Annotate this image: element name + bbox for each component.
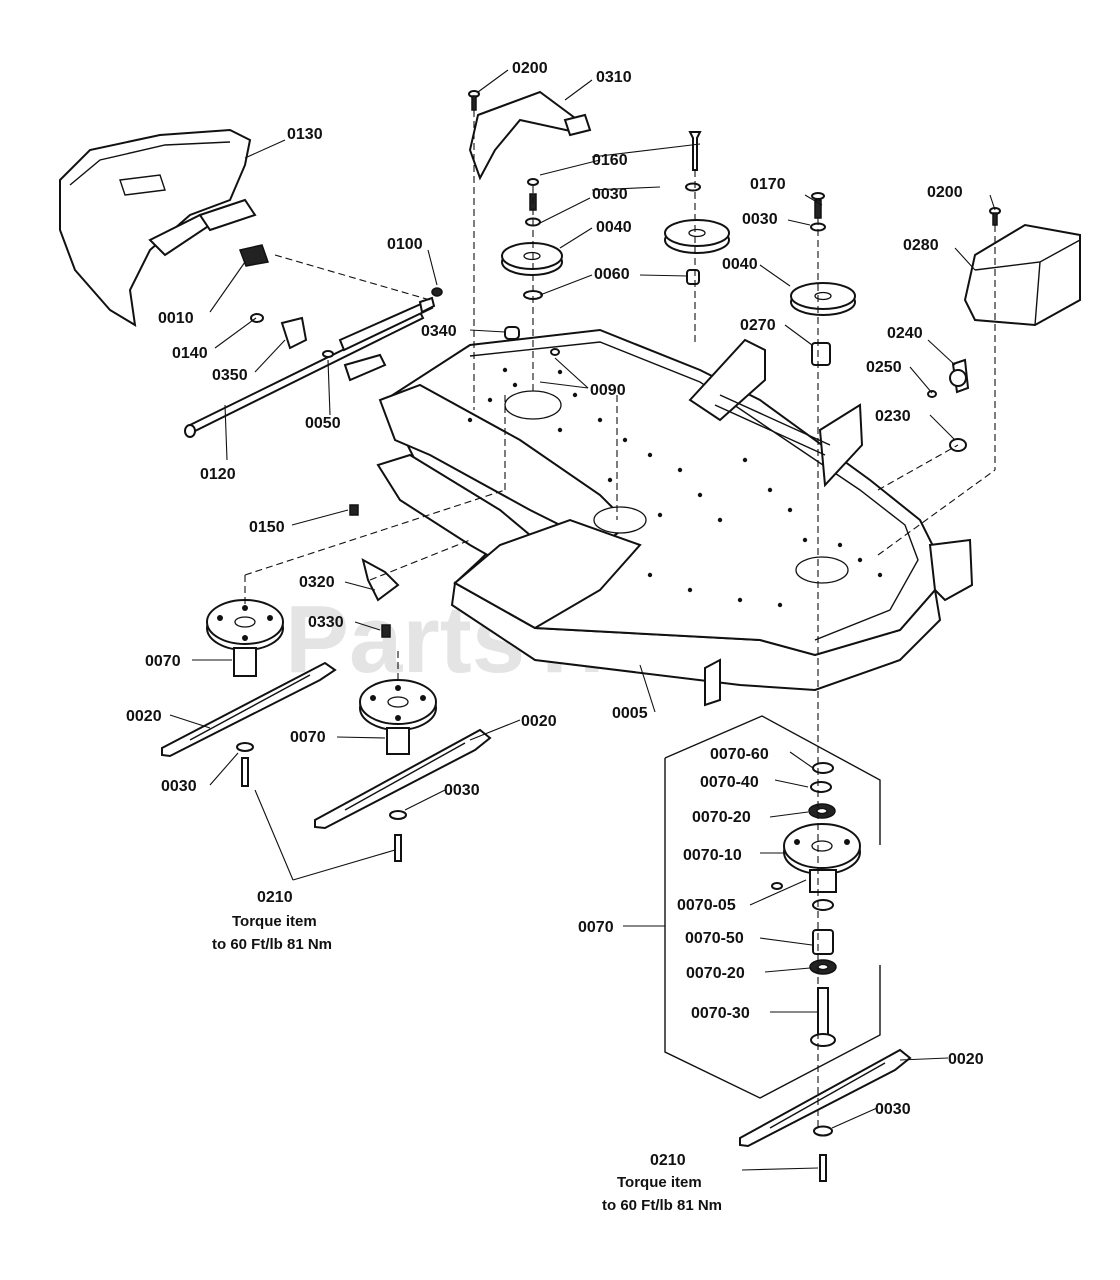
belt-cover-bracket: [468, 90, 592, 181]
label-0070-10: 0070-10: [683, 847, 742, 864]
leader-lines: [169, 69, 996, 1171]
torque-note-right-line1: Torque item: [617, 1174, 702, 1191]
small-parts: [349, 326, 970, 638]
torque-note-left-line1: Torque item: [232, 913, 317, 930]
label-0070-50: 0070-50: [685, 930, 744, 947]
label-0060: 0060: [594, 266, 630, 283]
label-0210-left: 0210: [257, 889, 293, 906]
label-0310: 0310: [596, 69, 632, 86]
label-0070-exploded: 0070: [578, 919, 614, 936]
label-0030-e: 0030: [875, 1101, 911, 1118]
assembly-lines: [244, 110, 996, 1130]
label-0040-a: 0040: [596, 219, 632, 236]
blade-center: [314, 728, 492, 862]
label-0020-left: 0020: [126, 708, 162, 725]
label-0030-c: 0030: [161, 778, 197, 795]
label-0040-b: 0040: [722, 256, 758, 273]
pulley-left: [501, 242, 563, 276]
label-0200-right: 0200: [927, 184, 963, 201]
blade-left: [161, 661, 337, 787]
label-0070-left: 0070: [145, 653, 181, 670]
label-0270: 0270: [740, 317, 776, 334]
label-0250: 0250: [866, 359, 902, 376]
label-0090: 0090: [590, 382, 626, 399]
mower-deck: [376, 328, 974, 707]
label-0280: 0280: [903, 237, 939, 254]
label-0005: 0005: [612, 705, 648, 722]
label-0230: 0230: [875, 408, 911, 425]
label-0200-top: 0200: [512, 60, 548, 77]
label-0070-center: 0070: [290, 729, 326, 746]
label-0070-40: 0070-40: [700, 774, 759, 791]
rod-and-linkage: [184, 287, 443, 438]
label-0020-right: 0020: [948, 1051, 984, 1068]
spindle-exploded: [771, 762, 861, 1047]
label-0320: 0320: [299, 574, 335, 591]
part-labels: 0200 0310 0130 0160 0030 0170 0200 0040 …: [126, 60, 984, 1169]
label-0330: 0330: [308, 614, 344, 631]
torque-note-right-line2: to 60 Ft/lb 81 Nm: [602, 1197, 722, 1214]
label-0120: 0120: [200, 466, 236, 483]
label-0070-60: 0070-60: [710, 746, 769, 763]
spindle-left: [206, 599, 284, 677]
deck-holes: [467, 367, 883, 608]
pulley-center: [664, 219, 730, 254]
label-0210-right: 0210: [650, 1152, 686, 1169]
label-0070-30: 0070-30: [691, 1005, 750, 1022]
label-0150: 0150: [249, 519, 285, 536]
label-0100: 0100: [387, 236, 423, 253]
label-0050: 0050: [305, 415, 341, 432]
right-cover: [963, 223, 1081, 327]
label-0030-d: 0030: [444, 782, 480, 799]
blade-right: [739, 1048, 912, 1182]
torque-note-left-line2: to 60 Ft/lb 81 Nm: [212, 936, 332, 953]
label-0130: 0130: [287, 126, 323, 143]
spindle-center: [359, 679, 437, 755]
label-0340: 0340: [421, 323, 457, 340]
label-0070-05: 0070-05: [677, 897, 736, 914]
label-0070-20-a: 0070-20: [692, 809, 751, 826]
label-0350: 0350: [212, 367, 248, 384]
discharge-chute: [59, 128, 270, 327]
label-0240: 0240: [887, 325, 923, 342]
pulley-hardware: [468, 90, 1001, 366]
label-0170: 0170: [750, 176, 786, 193]
label-0030-b: 0030: [742, 211, 778, 228]
label-0140: 0140: [172, 345, 208, 362]
label-0160: 0160: [592, 152, 628, 169]
torque-note-left: Torque item to 60 Ft/lb 81 Nm: [212, 913, 332, 953]
label-0020-center: 0020: [521, 713, 557, 730]
label-0070-20-b: 0070-20: [686, 965, 745, 982]
label-0030-a: 0030: [592, 186, 628, 203]
pulley-right: [790, 282, 856, 316]
torque-note-right: Torque item to 60 Ft/lb 81 Nm: [602, 1174, 722, 1214]
label-0010: 0010: [158, 310, 194, 327]
